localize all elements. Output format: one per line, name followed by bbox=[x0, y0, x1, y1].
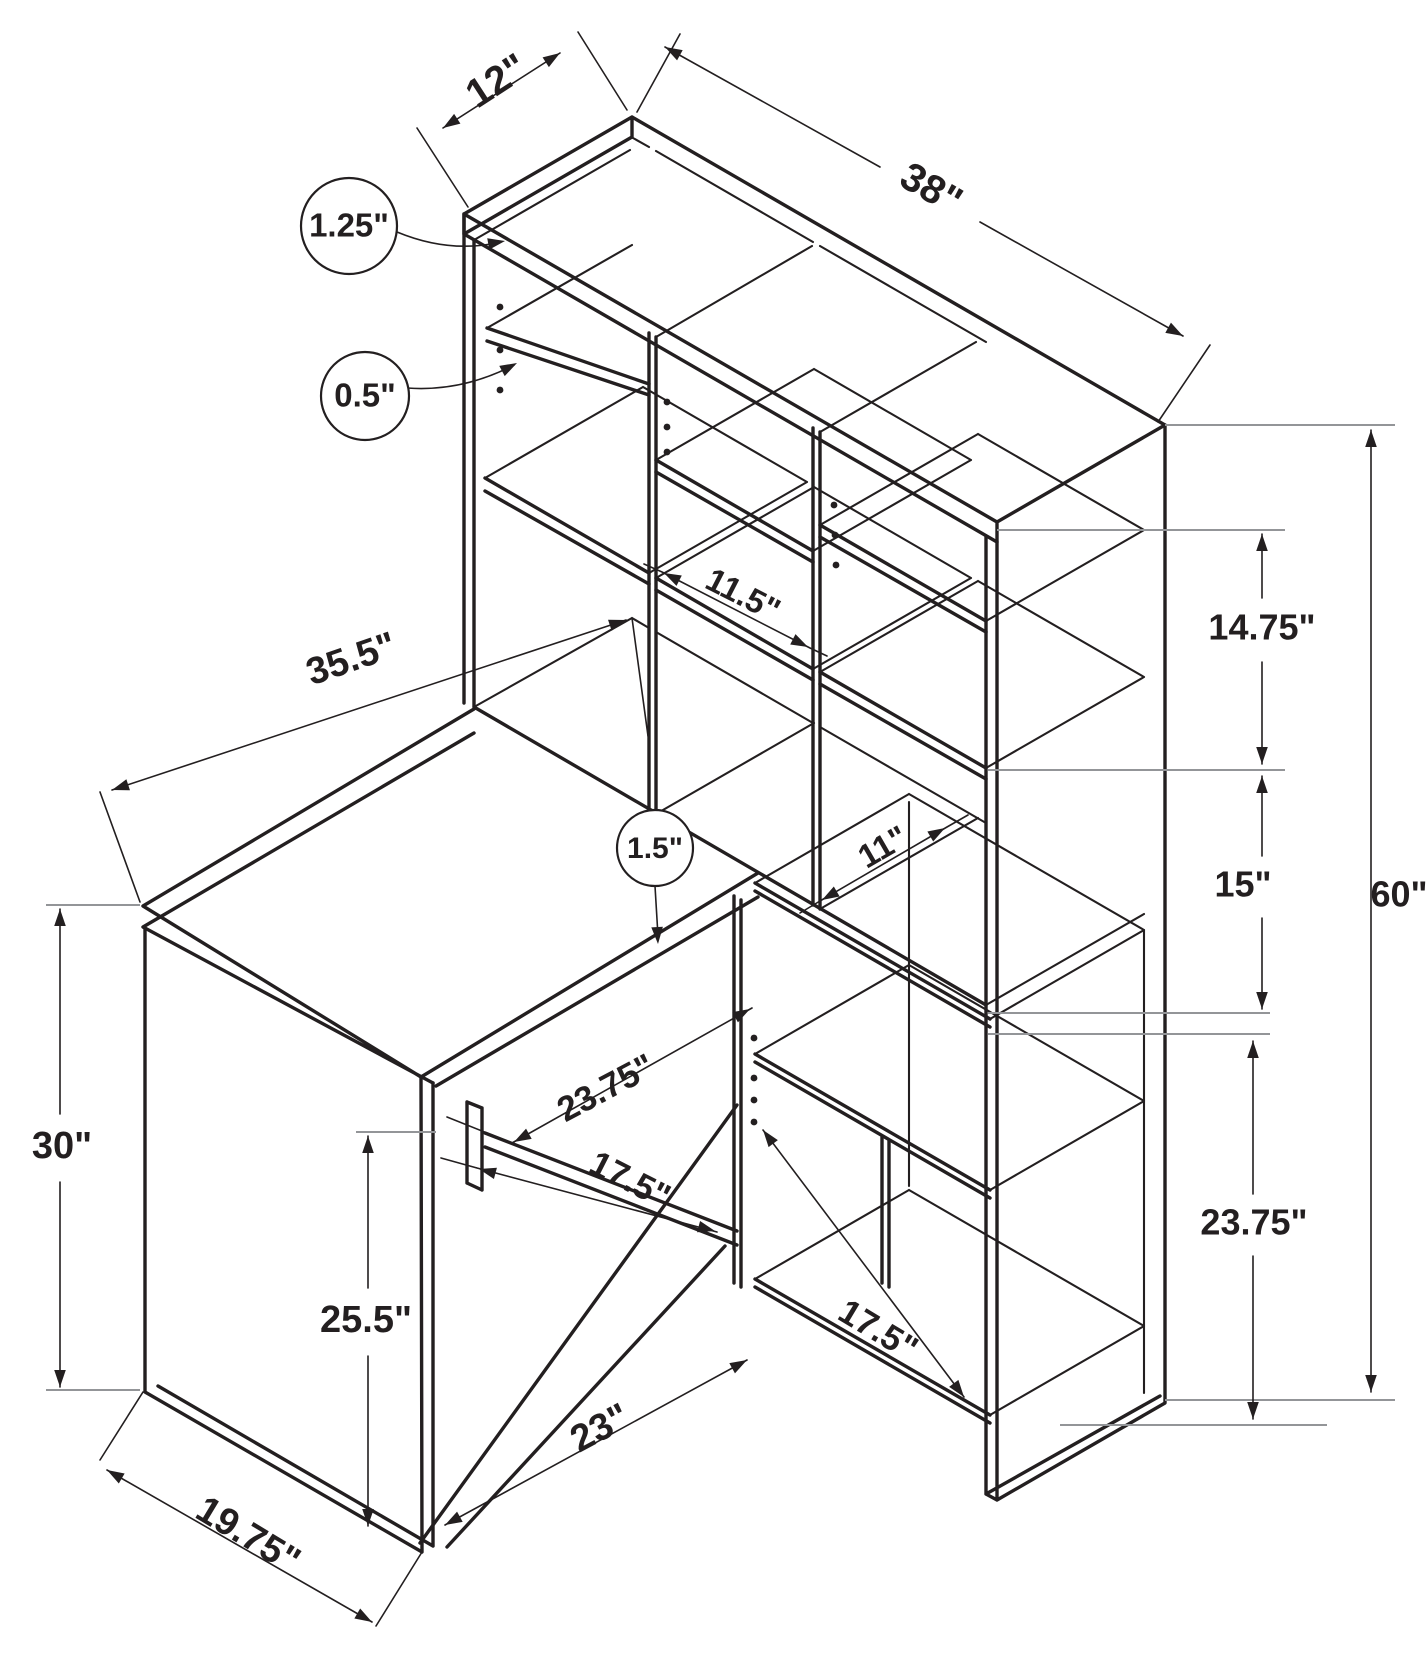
callout-label-0-5: 0.5" bbox=[334, 377, 396, 414]
left-side-panel bbox=[462, 212, 476, 708]
desk-front-panel bbox=[143, 927, 435, 1554]
dim-label-23-75-side: 23.75" bbox=[1200, 1202, 1307, 1243]
dim-label-30: 30" bbox=[32, 1125, 92, 1167]
desk-level-shelf bbox=[753, 881, 992, 1029]
furniture-interior-lines bbox=[472, 136, 1146, 1417]
dim-label-60: 60" bbox=[1370, 874, 1427, 915]
tray-side-rails bbox=[418, 1103, 739, 1549]
lower-small-divider bbox=[880, 1135, 891, 1289]
hutch-shelf-mid-upper bbox=[654, 458, 815, 564]
right-side-panel bbox=[984, 423, 1167, 1502]
dim-label-12: 12" bbox=[458, 45, 535, 116]
tray-front-edge bbox=[483, 1131, 739, 1247]
dim-label-19-75: 19.75" bbox=[189, 1488, 308, 1582]
callout-circle-1-5 bbox=[615, 808, 695, 888]
hutch-shelf-mid-lower bbox=[654, 576, 815, 682]
dim-label-38: 38" bbox=[893, 154, 970, 224]
underdesk-divider bbox=[732, 894, 743, 1289]
callout-circles bbox=[299, 176, 695, 888]
dim-label-14-75: 14.75" bbox=[1208, 607, 1315, 648]
dimension-labels: 12" 38" 1.25" 0.5" 11.5" 35.5" 14.75" 15… bbox=[32, 45, 1427, 1582]
dim-label-35-5: 35.5" bbox=[301, 624, 402, 694]
hutch-desk-junction bbox=[472, 705, 988, 1007]
dim-label-11-5: 11.5" bbox=[700, 560, 786, 628]
dim-label-15: 15" bbox=[1214, 864, 1271, 905]
shelf-pin-holes bbox=[496, 303, 840, 1126]
callout-circle-0-5 bbox=[319, 350, 411, 442]
dim-label-23-75-tray: 23.75" bbox=[551, 1046, 661, 1129]
bottom-shelf bbox=[753, 1277, 992, 1425]
hutch-shelf-right-lower bbox=[818, 670, 988, 781]
hutch-shelf-right-upper bbox=[818, 523, 988, 634]
dim-label-17-5-tray: 17.5" bbox=[583, 1143, 676, 1216]
hutch-shelf-left-upper bbox=[485, 326, 651, 397]
reference-lines bbox=[46, 424, 1395, 1426]
mid-shelf bbox=[753, 1052, 992, 1200]
dimension-lines bbox=[54, 31, 1377, 1628]
tray-bracket bbox=[465, 1100, 484, 1192]
hutch-shelf-left-lower bbox=[483, 476, 651, 586]
furniture-outline bbox=[141, 115, 1167, 1554]
callout-circle-1-25 bbox=[299, 176, 399, 276]
callout-label-1-5: 1.5" bbox=[627, 832, 683, 865]
desk-top bbox=[141, 707, 760, 1088]
dim-label-11: 11" bbox=[851, 818, 913, 875]
dim-label-23: 23" bbox=[564, 1396, 637, 1461]
callout-label-1-25: 1.25" bbox=[309, 207, 389, 244]
dim-label-25-5: 25.5" bbox=[320, 1299, 412, 1341]
